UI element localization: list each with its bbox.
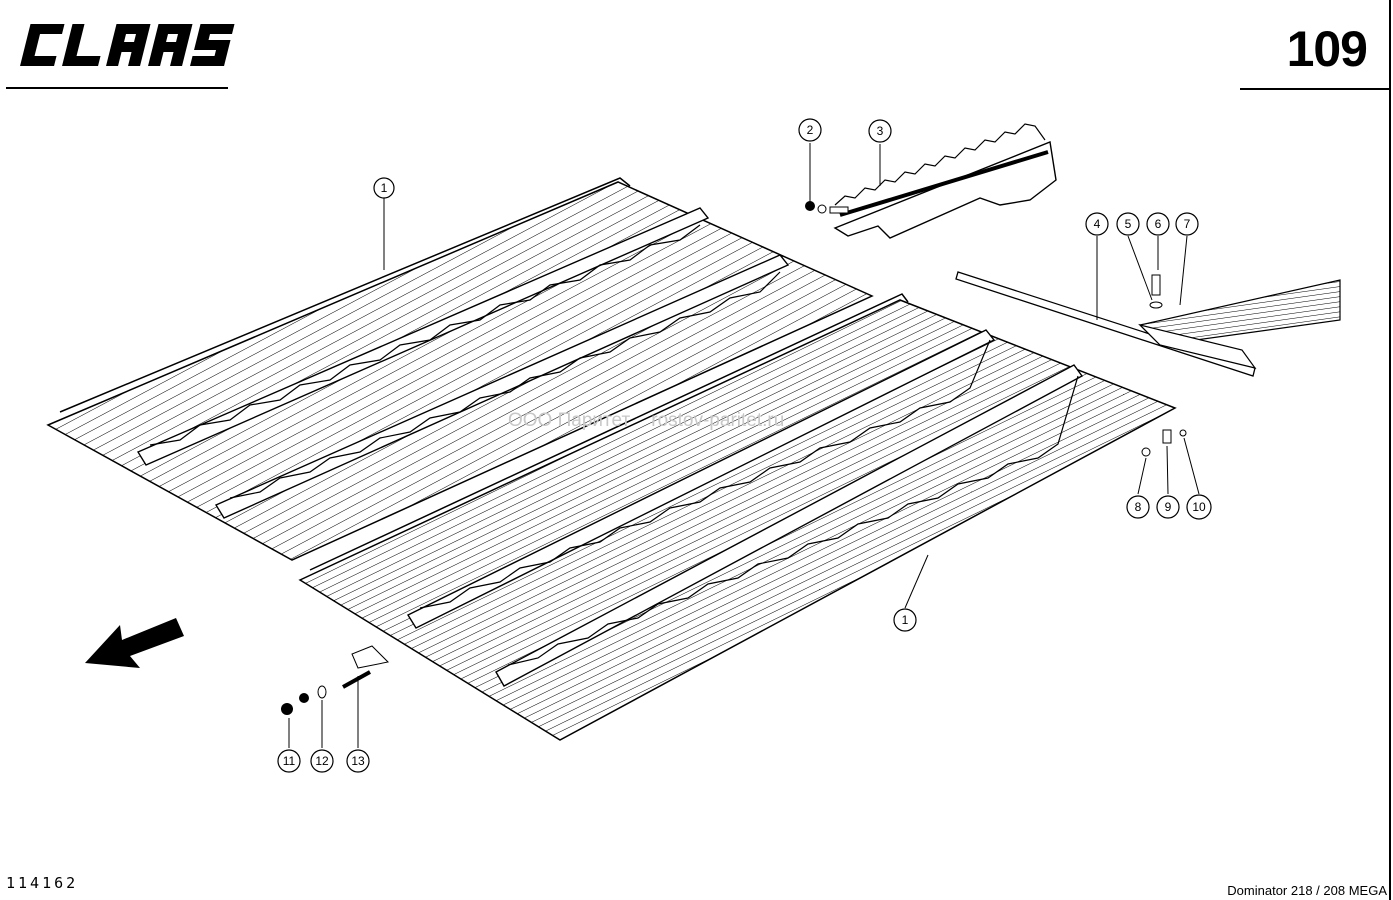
svg-text:7: 7 — [1184, 217, 1191, 231]
callout-7: 7 — [1175, 212, 1199, 236]
watermark-text: ООО Паритет rostov-paritet.ru — [508, 410, 785, 431]
svg-text:1: 1 — [902, 613, 909, 627]
sieve-lower-right — [298, 293, 1177, 741]
svg-text:10: 10 — [1192, 500, 1206, 514]
callout-6: 6 — [1146, 212, 1170, 236]
page-number: 109 — [1286, 21, 1368, 77]
callout-5: 5 — [1116, 212, 1140, 236]
svg-text:12: 12 — [315, 754, 329, 768]
bolt-part-6 — [1149, 274, 1163, 309]
callout-9: 9 — [1156, 495, 1180, 519]
svg-text:2: 2 — [807, 123, 814, 137]
sieve-upper-left — [46, 177, 874, 561]
callout-4: 4 — [1085, 212, 1109, 236]
small-parts-11-13 — [281, 645, 390, 715]
page-border-right — [1389, 0, 1391, 900]
callout-3: 3 — [868, 119, 892, 143]
callout-10: 10 — [1186, 494, 1212, 520]
svg-text:11: 11 — [283, 754, 296, 768]
callout-12: 12 — [310, 749, 334, 773]
rail-left-1 — [136, 207, 710, 466]
rail-right-2 — [495, 364, 1084, 687]
callout-13: 13 — [346, 749, 370, 773]
callout-1-upper: 1 — [373, 177, 395, 199]
callout-8: 8 — [1126, 495, 1150, 519]
claas-logo — [20, 24, 235, 66]
header-rule-right — [1240, 88, 1390, 90]
svg-text:13: 13 — [351, 754, 365, 768]
small-parts-8-10 — [1141, 429, 1187, 457]
svg-text:3: 3 — [877, 124, 884, 138]
direction-arrow — [85, 618, 184, 668]
rail-left-2 — [214, 254, 790, 519]
svg-text:5: 5 — [1125, 217, 1132, 231]
rail-right-1 — [407, 329, 996, 629]
svg-text:8: 8 — [1135, 500, 1142, 514]
callout-2: 2 — [798, 118, 822, 142]
bolt-part-2 — [805, 143, 849, 214]
callout-11: 11 — [277, 749, 301, 773]
leader-lines — [288, 144, 1200, 748]
callout-1-lower: 1 — [893, 608, 917, 632]
document-number: 114162 — [6, 874, 79, 892]
svg-text:1: 1 — [381, 181, 388, 195]
svg-text:6: 6 — [1155, 217, 1162, 231]
model-name: Dominator 218 / 208 MEGA — [1227, 883, 1387, 898]
svg-text:4: 4 — [1094, 217, 1101, 231]
serrated-strip — [833, 123, 1057, 239]
svg-text:9: 9 — [1165, 500, 1172, 514]
comb-part-7 — [1138, 279, 1341, 369]
header-rule-left — [6, 87, 228, 89]
